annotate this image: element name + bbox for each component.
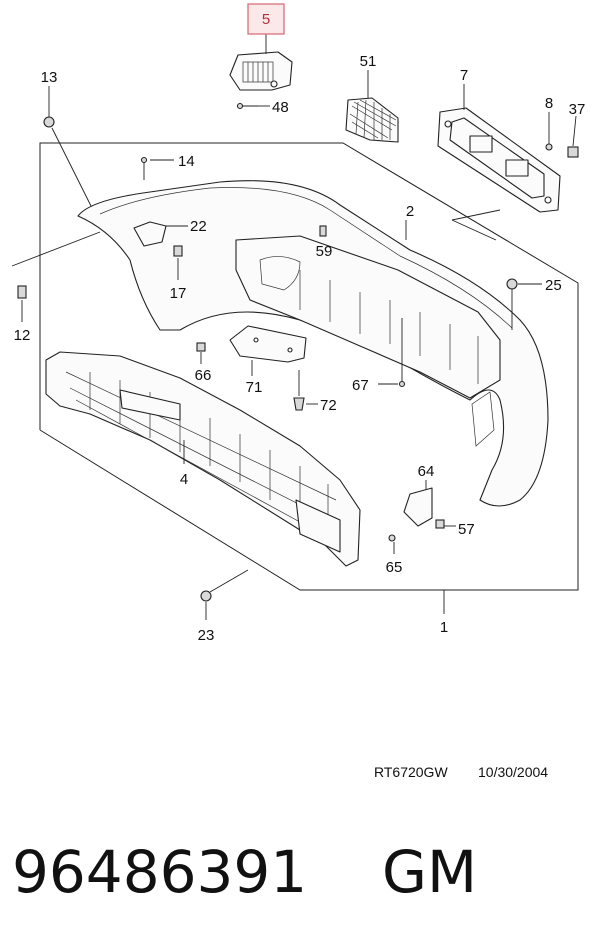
callout-65: 65 (386, 559, 403, 576)
callout-1: 1 (440, 619, 448, 636)
part-5-lamp (229, 51, 293, 91)
part-72-push-pin (293, 370, 305, 411)
callout-7: 7 (460, 67, 468, 84)
callout-12: 12 (14, 327, 31, 344)
part-66-clip (196, 342, 206, 352)
part-13-nut (43, 116, 55, 128)
callout-67: 67 (352, 377, 369, 394)
callout-71: 71 (246, 379, 263, 396)
part-67-screw (398, 318, 406, 388)
callout-66: 66 (195, 367, 212, 384)
part-17-clip (173, 245, 183, 257)
callout-17: 17 (170, 285, 187, 302)
part-48-screw (236, 102, 258, 110)
part-4-impact-absorber (45, 351, 361, 567)
part-number: 96486391 (12, 838, 307, 906)
part-7-license-bracket (437, 107, 561, 213)
part-51-grille (345, 97, 399, 143)
part-12-bolt (17, 285, 27, 299)
part-14-screw (140, 156, 148, 180)
part-22-bracket (133, 221, 167, 247)
part-64-side-bracket (403, 487, 433, 527)
callout-51: 51 (360, 53, 377, 70)
part-65-screw (388, 534, 396, 542)
callout-14: 14 (178, 153, 195, 170)
callout-22: 22 (190, 218, 207, 235)
callout-48: 48 (272, 99, 289, 116)
callout-59: 59 (316, 243, 333, 260)
callout-5-highlight-box (247, 3, 285, 35)
callout-4: 4 (180, 471, 188, 488)
callout-25: 25 (545, 277, 562, 294)
part-37-nut (567, 146, 579, 158)
callout-72: 72 (320, 397, 337, 414)
part-23-nut (200, 590, 212, 602)
part-59-clip (319, 225, 327, 237)
callout-13: 13 (41, 69, 58, 86)
part-8-screw (545, 143, 553, 151)
callout-5: 5 (262, 11, 270, 28)
callout-2: 2 (406, 203, 414, 220)
part-2-bumper-fascia (77, 180, 549, 507)
drawing-date: 10/30/2004 (478, 764, 548, 780)
callout-23: 23 (198, 627, 215, 644)
callout-57: 57 (458, 521, 475, 538)
drawing-reference: RT6720GW (374, 764, 448, 780)
part-57-clip (435, 519, 445, 529)
callout-8: 8 (545, 95, 553, 112)
assembly-frame (39, 142, 579, 591)
part-71-bracket-plate (229, 325, 307, 363)
part-25-push-pin (506, 278, 518, 300)
brand-label: GM (382, 838, 477, 906)
callout-37: 37 (569, 101, 586, 118)
callout-64: 64 (418, 463, 435, 480)
